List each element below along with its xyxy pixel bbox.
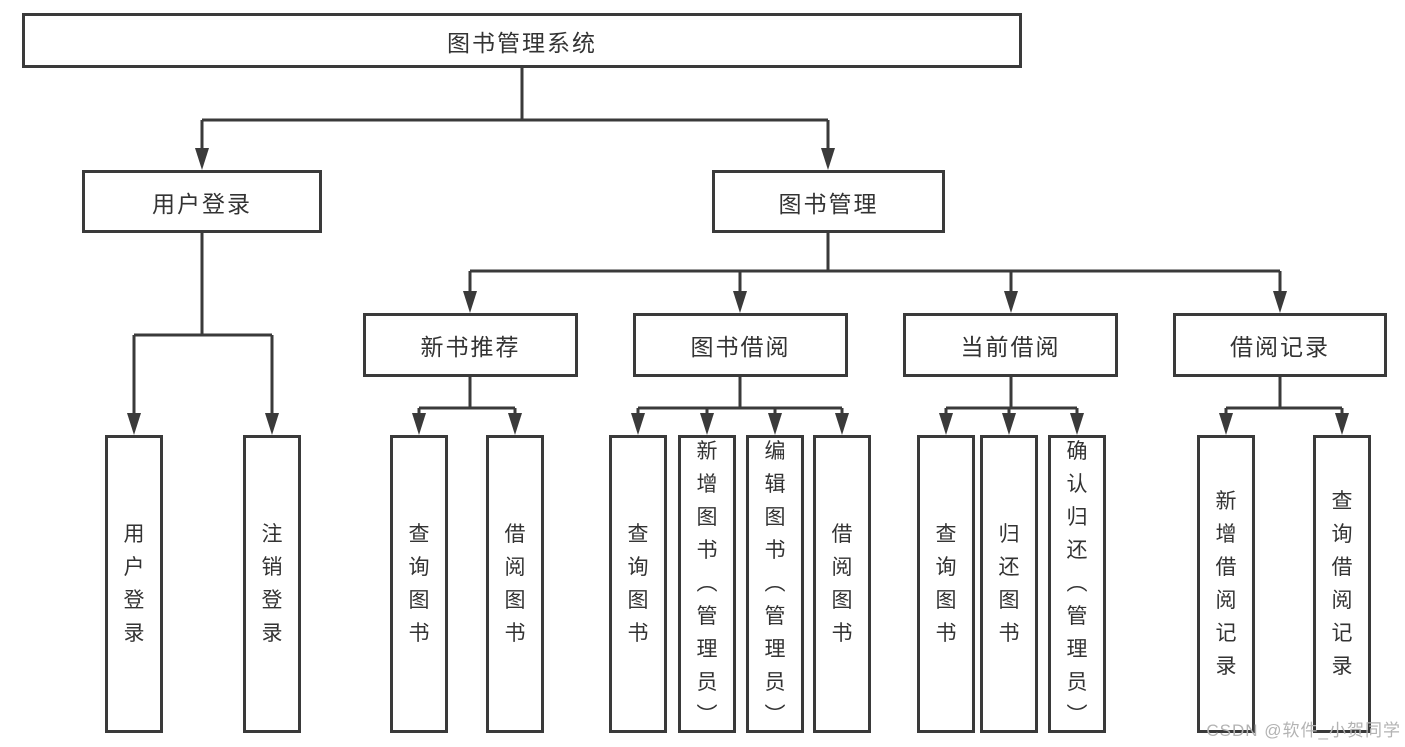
leaf-add-borrow-record-label: 新增借阅记录 [1215,489,1237,678]
leaf-add-books-admin-label: 新增图书︵管理员︶ [696,440,718,727]
leaf-current-query-books: 查询图书 [917,435,975,733]
node-book-management: 图书管理 [712,170,945,233]
arrowhead [821,148,835,170]
arrowhead [1070,413,1084,435]
connector-book-management-to-level2 [463,233,1287,313]
leaf-current-query-books-label: 查询图书 [935,522,957,645]
leaf-edit-books-admin: 编辑图书︵管理员︶ [746,435,804,733]
arrowhead [463,291,477,313]
arrowhead [265,413,279,435]
node-root-label: 图书管理系统 [447,29,597,56]
leaf-recommend-query-books: 查询图书 [390,435,448,733]
leaf-recommend-borrow-books: 借阅图书 [486,435,544,733]
leaf-return-books: 归还图书 [980,435,1038,733]
leaf-query-borrow-record: 查询借阅记录 [1313,435,1371,733]
arrowhead [508,413,522,435]
connector-borrow-record-to-leaves [1219,377,1349,435]
leaf-borrow-query-books: 查询图书 [609,435,667,733]
leaf-user-login: 用户登录 [105,435,163,733]
node-current-borrow-label: 当前借阅 [960,334,1061,360]
connector-root-to-level1 [195,68,835,170]
arrowhead [127,413,141,435]
node-book-borrow: 图书借阅 [633,313,848,377]
arrowhead [1335,413,1349,435]
leaf-confirm-return-admin: 确认归还︵管理员︶ [1048,435,1106,733]
arrowhead [835,413,849,435]
arrowhead [1002,413,1016,435]
arrowhead [412,413,426,435]
connector-book-borrow-to-leaves [631,377,849,435]
leaf-borrow-query-books-label: 查询图书 [627,522,649,645]
leaf-return-books-label: 归还图书 [998,522,1020,645]
leaf-add-borrow-record: 新增借阅记录 [1197,435,1255,733]
arrowhead [939,413,953,435]
leaf-borrow-books: 借阅图书 [813,435,871,733]
node-user-login-label: 用户登录 [152,190,252,217]
node-current-borrow: 当前借阅 [903,313,1118,377]
connector-current-borrow-to-leaves [939,377,1084,435]
leaf-confirm-return-admin-label: 确认归还︵管理员︶ [1066,440,1088,727]
csdn-watermark: CSDN @软件_小贺同学 [1206,721,1401,740]
arrowhead [733,291,747,313]
node-borrow-record-label: 借阅记录 [1230,334,1330,360]
node-user-login: 用户登录 [82,170,322,233]
node-borrow-record: 借阅记录 [1173,313,1387,377]
connector-user-login-to-leaves [127,233,279,435]
leaf-edit-books-admin-label: 编辑图书︵管理员︶ [764,440,786,727]
arrowhead [1219,413,1233,435]
arrowhead [195,148,209,170]
node-new-book-recommend-label: 新书推荐 [420,334,521,360]
node-new-book-recommend: 新书推荐 [363,313,578,377]
arrowhead [631,413,645,435]
leaf-logout: 注销登录 [243,435,301,733]
connector-new-book-recommend-to-leaves [412,377,522,435]
leaf-logout-label: 注销登录 [261,522,283,645]
arrowhead [700,413,714,435]
node-book-borrow-label: 图书借阅 [690,334,791,360]
arrowhead [768,413,782,435]
node-book-management-label: 图书管理 [778,190,879,217]
arrowhead [1273,291,1287,313]
node-root: 图书管理系统 [22,13,1022,68]
arrowhead [1004,291,1018,313]
leaf-user-login-label: 用户登录 [123,522,145,645]
leaf-recommend-borrow-books-label: 借阅图书 [504,522,526,645]
leaf-borrow-books-label: 借阅图书 [831,522,853,645]
leaf-add-books-admin: 新增图书︵管理员︶ [678,435,736,733]
leaf-query-borrow-record-label: 查询借阅记录 [1331,489,1353,678]
leaf-recommend-query-books-label: 查询图书 [408,522,430,645]
